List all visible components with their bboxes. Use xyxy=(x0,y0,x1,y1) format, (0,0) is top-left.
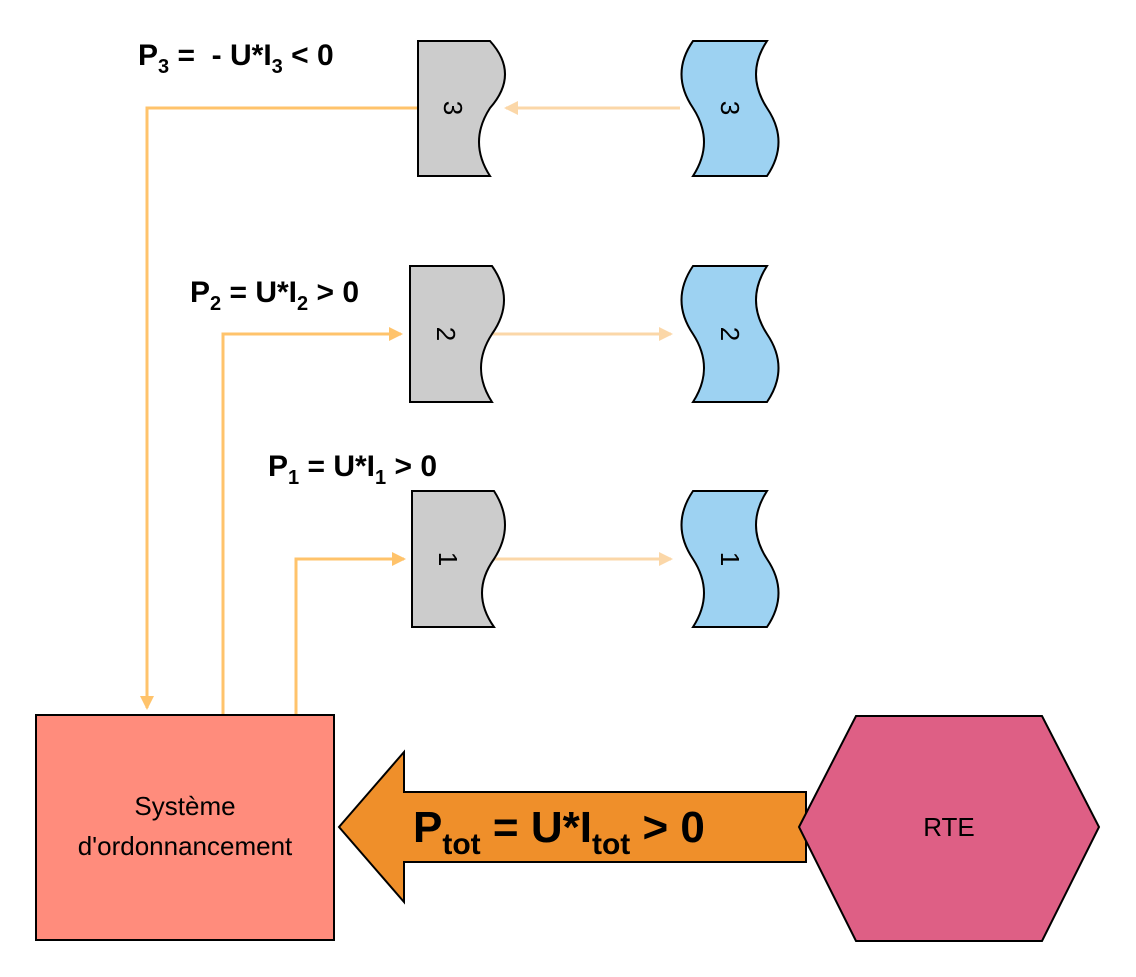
equation-p1: P1 = U*I1 > 0 xyxy=(268,450,437,489)
storage-unit-2[interactable]: 2 xyxy=(409,265,505,403)
flow-line-scheduler-to-storage1 xyxy=(294,552,406,714)
scheduler-box[interactable]: Système d'ordonnancement xyxy=(35,714,335,941)
equation-p2: P2 = U*I2 > 0 xyxy=(190,276,359,315)
consumer-1-label: 1 xyxy=(715,552,745,566)
storage-unit-1[interactable]: 1 xyxy=(411,490,506,628)
total-power-arrow: Ptot = U*Itot > 0 xyxy=(337,749,807,905)
scheduler-label-line2: d'ordonnancement xyxy=(78,831,293,861)
storage-unit-1-label: 1 xyxy=(433,552,463,566)
flow-line-scheduler-to-storage2 xyxy=(221,327,403,714)
consumer-2-label: 2 xyxy=(715,327,745,341)
scheduler-label-line1: Système xyxy=(134,791,235,821)
consumer-3-label: 3 xyxy=(715,101,745,115)
consumer-3[interactable]: 3 xyxy=(680,40,780,177)
consumer-2[interactable]: 2 xyxy=(680,265,780,403)
equation-p3: P3 = - U*I3 < 0 xyxy=(138,39,334,78)
consumer-1[interactable]: 1 xyxy=(680,490,780,628)
rte-label: RTE xyxy=(923,812,975,842)
flow-line-storage3-to-scheduler xyxy=(140,106,418,710)
equation-ptot: Ptot = U*Itot > 0 xyxy=(413,803,705,861)
storage-unit-3-label: 3 xyxy=(438,101,468,115)
storage-unit-3[interactable]: 3 xyxy=(417,40,506,177)
storage-unit-2-label: 2 xyxy=(431,327,461,341)
rte-hexagon[interactable]: RTE xyxy=(797,715,1101,942)
